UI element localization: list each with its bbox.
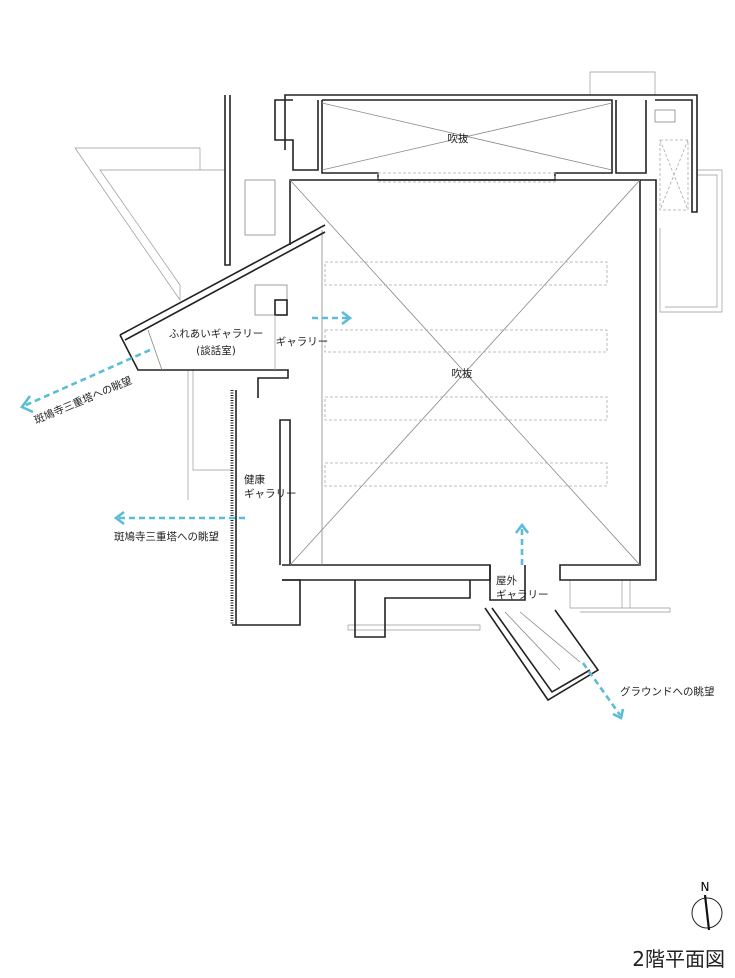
label-gallery: ギャラリー <box>276 336 329 348</box>
label-outdoor-2: ギャラリー <box>496 589 549 601</box>
south-stair <box>484 565 600 702</box>
plan-title: 2階平面図 <box>632 947 725 971</box>
north-label: N <box>701 880 710 894</box>
north-wing <box>274 94 698 213</box>
main-hall <box>279 179 657 581</box>
label-health-2: ギャラリー <box>244 488 297 500</box>
label-ground-view: グラウンドへの眺望 <box>620 685 715 698</box>
label-pagoda-view-lower: 斑鳩寺三重塔への眺望 <box>114 530 219 543</box>
label-pagoda-view-upper: 斑鳩寺三重塔への眺望 <box>32 374 134 427</box>
site-outlines <box>74 71 723 631</box>
label-fureai-sub: (談話室) <box>196 344 236 357</box>
label-health-1: 健康 <box>244 473 265 486</box>
label-fureai-gallery: ふれあいギャラリー <box>169 328 264 340</box>
label-void-north: 吹抜 <box>448 132 469 145</box>
label-void-hall: 吹抜 <box>452 367 473 380</box>
label-outdoor-1: 屋外 <box>496 575 517 587</box>
north-arrow-icon: N <box>691 880 723 931</box>
view-arrows <box>20 310 625 720</box>
west-wing <box>119 95 471 638</box>
